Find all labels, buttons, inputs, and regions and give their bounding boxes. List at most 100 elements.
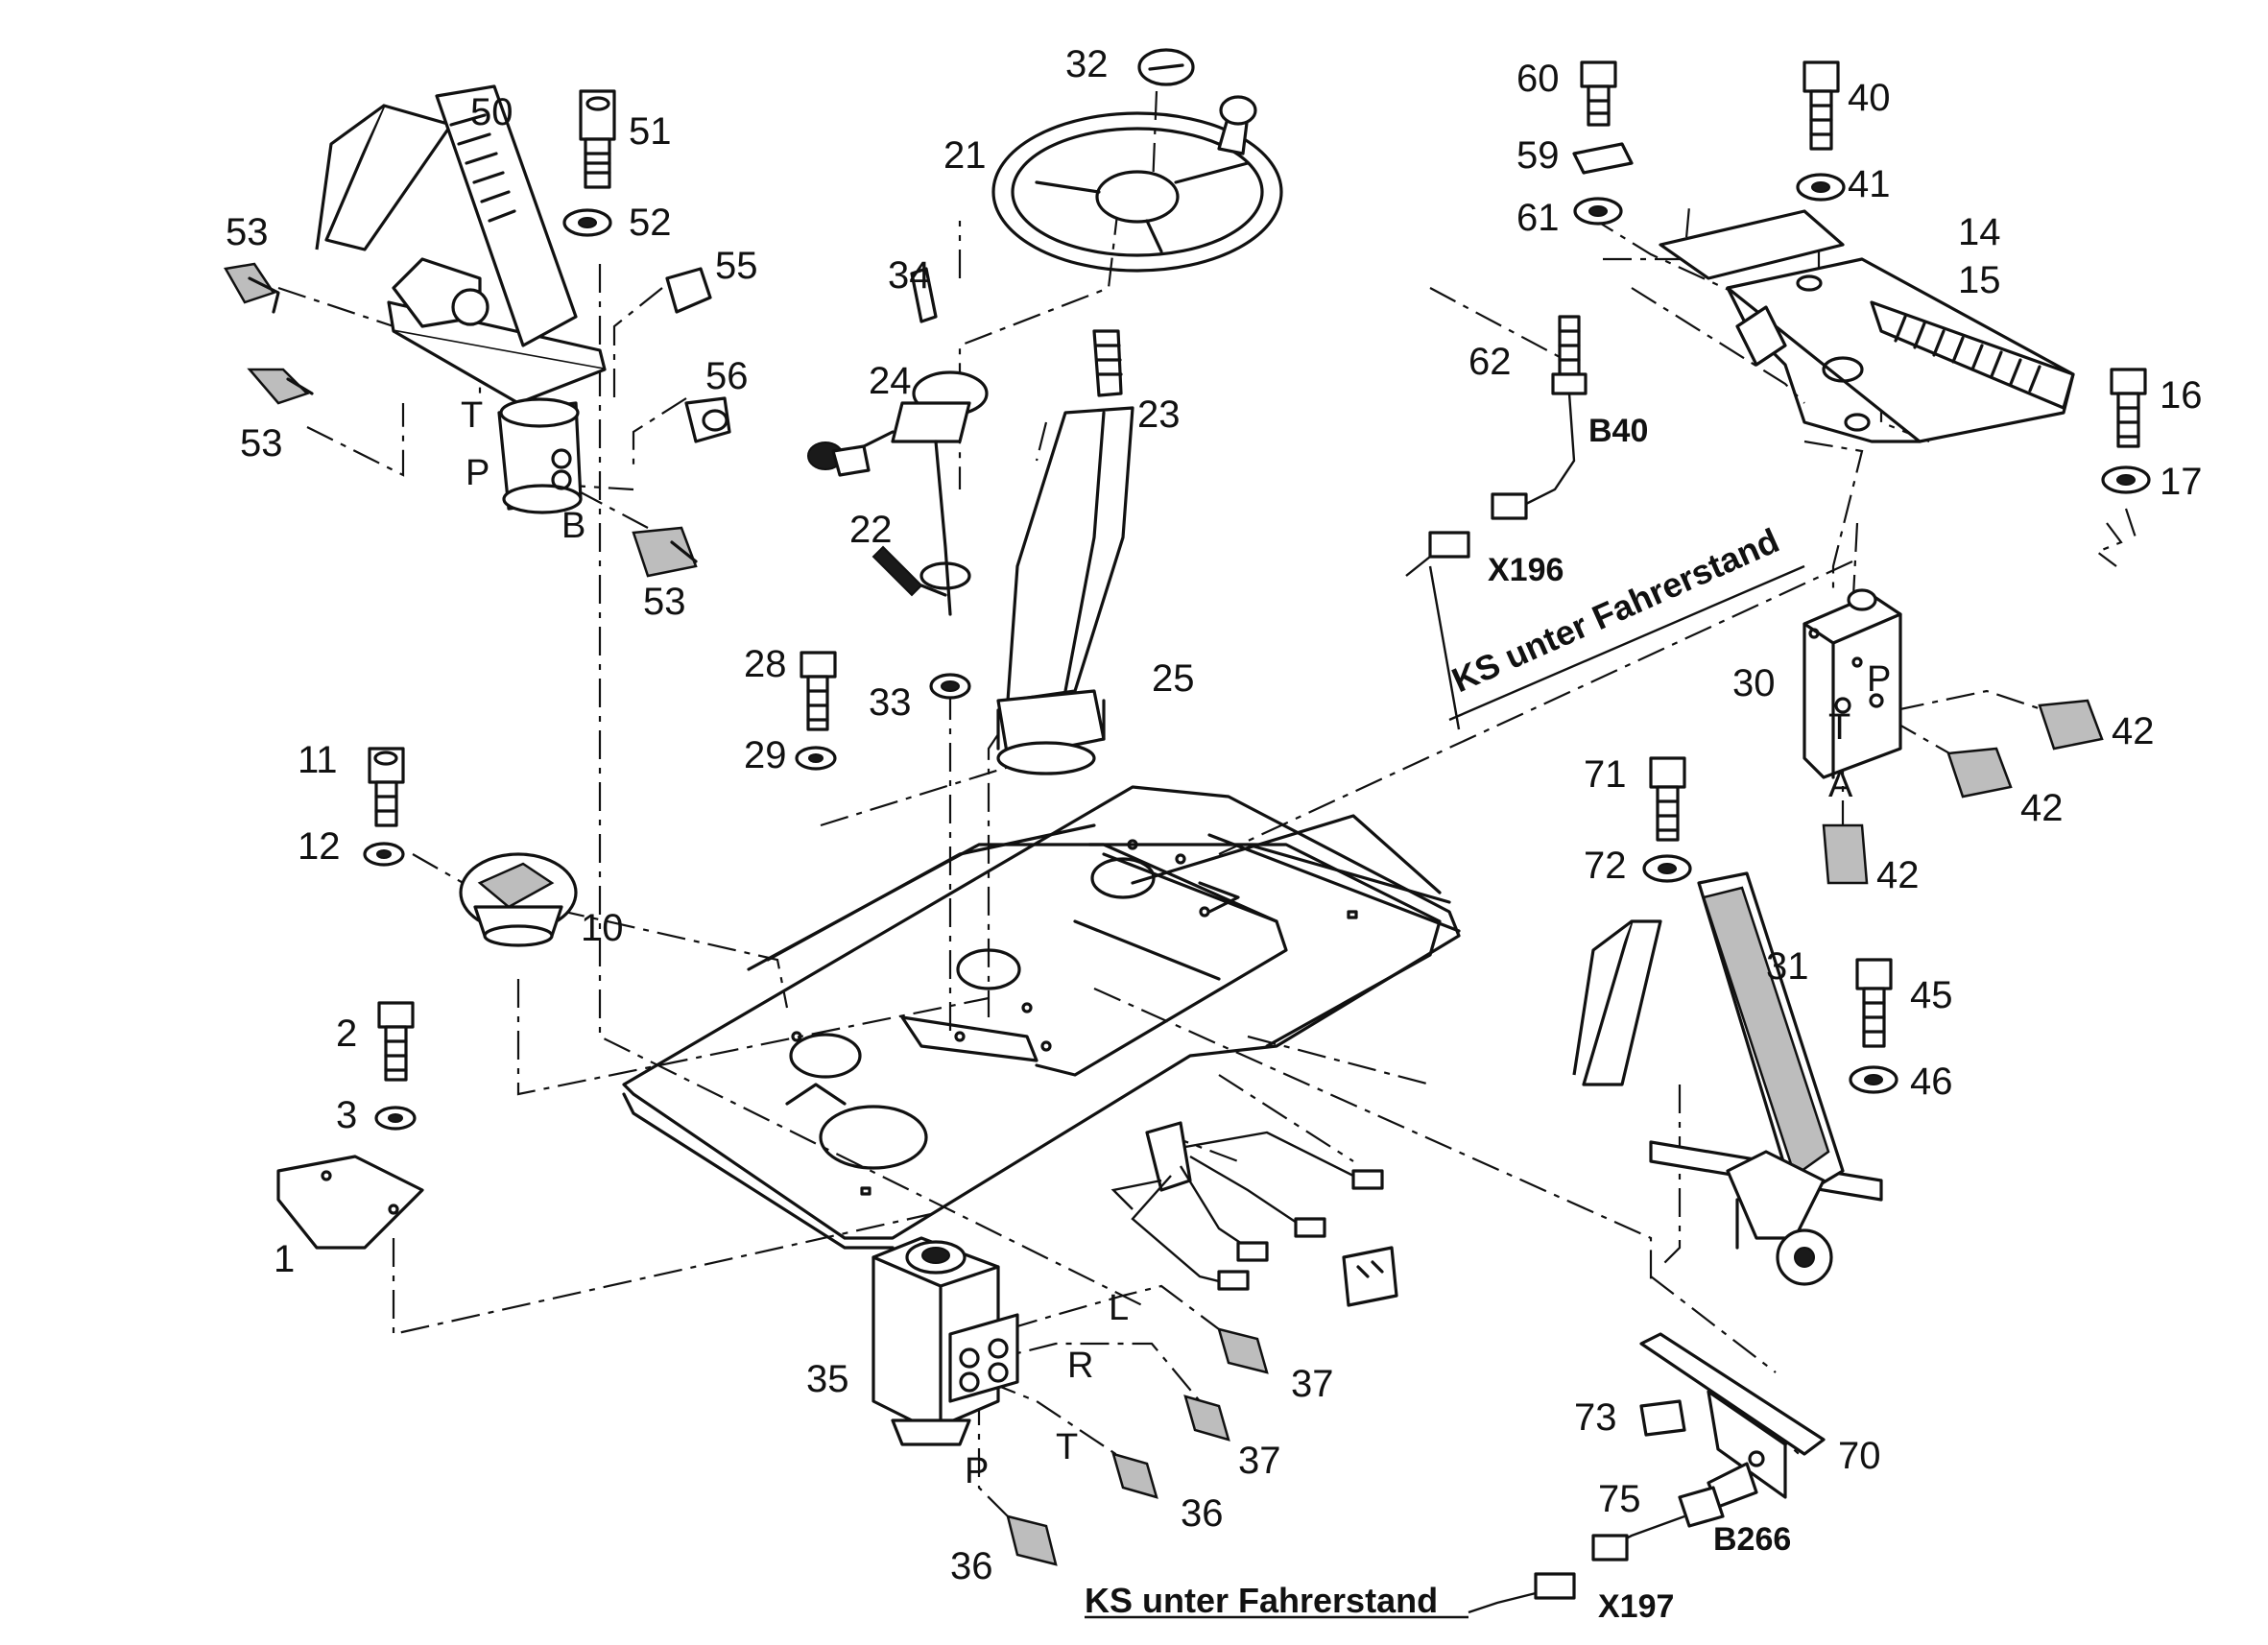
fitting-53c bbox=[632, 526, 698, 578]
bolt-45 bbox=[1855, 958, 1893, 1048]
fastener-51 bbox=[579, 89, 616, 189]
callout-46: 46 bbox=[1910, 1061, 1953, 1103]
fitting-37b bbox=[1183, 1395, 1230, 1442]
callout-45: 45 bbox=[1910, 974, 1953, 1016]
callout-28: 28 bbox=[744, 643, 787, 685]
bolt-60 bbox=[1580, 60, 1617, 127]
bracket-70 bbox=[1639, 1332, 1826, 1499]
callout-14: 14 bbox=[1958, 211, 2001, 253]
callout-10: 10 bbox=[581, 907, 624, 949]
bolt-28 bbox=[800, 651, 837, 731]
fitting-42a bbox=[2038, 699, 2104, 751]
washer-29 bbox=[795, 746, 837, 771]
callout-72: 72 bbox=[1584, 845, 1627, 887]
callout-30: 30 bbox=[1732, 662, 1776, 704]
callout-29: 29 bbox=[744, 734, 787, 776]
callout-37b: 37 bbox=[1238, 1440, 1281, 1482]
callout-3: 3 bbox=[336, 1094, 357, 1136]
callout-56: 56 bbox=[705, 355, 749, 397]
pedal-14 bbox=[1659, 209, 2075, 443]
bolt-11 bbox=[368, 747, 405, 827]
bolt-2 bbox=[377, 1001, 415, 1082]
callout-75: 75 bbox=[1598, 1478, 1641, 1520]
nut-59 bbox=[1572, 142, 1634, 175]
wire-harness bbox=[1110, 1121, 1398, 1307]
callout-32: 32 bbox=[1065, 43, 1109, 85]
pedal-31 bbox=[1572, 871, 1883, 1286]
bolt-40 bbox=[1802, 60, 1840, 151]
callout-numbers: 1 2 3 10 11 12 14 15 16 17 21 22 23 24 2… bbox=[226, 43, 2203, 1587]
callout-50: 50 bbox=[470, 91, 513, 133]
callout-15: 15 bbox=[1958, 259, 2001, 301]
valve50-port-b: B bbox=[561, 506, 585, 546]
clamp-22 bbox=[871, 545, 971, 597]
fitting-42b bbox=[1946, 747, 2013, 799]
label-x196: X196 bbox=[1488, 552, 1564, 588]
callout-41: 41 bbox=[1848, 163, 1891, 205]
callout-42a: 42 bbox=[2112, 710, 2155, 752]
callout-22: 22 bbox=[849, 509, 893, 551]
label-b266: B266 bbox=[1713, 1521, 1791, 1558]
callout-52: 52 bbox=[629, 202, 672, 244]
label-x197: X197 bbox=[1598, 1588, 1674, 1625]
washer-41 bbox=[1796, 173, 1846, 202]
steer35-port-t: T bbox=[1056, 1427, 1078, 1467]
valve30-port-t: T bbox=[1828, 707, 1850, 748]
callout-62: 62 bbox=[1468, 341, 1512, 383]
callout-12: 12 bbox=[298, 825, 341, 868]
callout-35: 35 bbox=[806, 1358, 849, 1400]
valve-30 bbox=[1802, 588, 1902, 779]
callout-24: 24 bbox=[869, 360, 912, 402]
nut-73 bbox=[1639, 1399, 1686, 1437]
fitting-53a bbox=[224, 262, 280, 314]
cover-10 bbox=[459, 852, 578, 947]
callout-59: 59 bbox=[1516, 134, 1560, 177]
callout-60: 60 bbox=[1516, 58, 1560, 100]
callout-55: 55 bbox=[715, 245, 758, 287]
steering-wheel-21 bbox=[991, 95, 1283, 273]
valve50-port-t: T bbox=[461, 395, 483, 436]
callout-42c: 42 bbox=[1876, 854, 1920, 896]
bolt-16 bbox=[2110, 368, 2147, 448]
callout-33: 33 bbox=[869, 681, 912, 724]
bolt-71 bbox=[1649, 756, 1686, 842]
callout-51: 51 bbox=[629, 110, 672, 153]
bold-labels: B40 X196 KS unter Fahrerstand B266 X197 … bbox=[1085, 413, 1791, 1625]
steering-column-23 bbox=[996, 329, 1134, 775]
washer-12 bbox=[363, 842, 405, 867]
callout-36a: 36 bbox=[1181, 1492, 1224, 1535]
callout-73: 73 bbox=[1574, 1396, 1617, 1439]
steer35-port-p: P bbox=[965, 1451, 989, 1491]
callout-53c: 53 bbox=[643, 581, 686, 623]
washer-17 bbox=[2101, 465, 2151, 494]
callout-31: 31 bbox=[1766, 945, 1809, 988]
callout-11: 11 bbox=[298, 739, 338, 781]
callout-16: 16 bbox=[2160, 374, 2203, 417]
callout-1: 1 bbox=[274, 1238, 295, 1280]
fitting-36a bbox=[1111, 1452, 1158, 1499]
ks-underline-top bbox=[1448, 564, 1805, 722]
callout-61: 61 bbox=[1516, 197, 1560, 239]
plug-55 bbox=[665, 267, 712, 314]
washer-72 bbox=[1642, 854, 1692, 883]
steering-unit-35 bbox=[871, 1236, 1019, 1446]
washer-46 bbox=[1849, 1065, 1898, 1094]
plate-1 bbox=[276, 1155, 424, 1250]
callout-42b: 42 bbox=[2020, 787, 2064, 829]
callout-53a: 53 bbox=[226, 211, 269, 253]
pin-34 bbox=[910, 267, 938, 323]
callout-70: 70 bbox=[1838, 1435, 1881, 1477]
callout-71: 71 bbox=[1584, 753, 1627, 796]
callout-23: 23 bbox=[1137, 393, 1181, 436]
valve50-port-p: P bbox=[466, 453, 489, 493]
label-ks-bottom: KS unter Fahrerstand bbox=[1085, 1581, 1438, 1620]
callout-53b: 53 bbox=[240, 422, 283, 465]
callout-25: 25 bbox=[1152, 657, 1195, 700]
callout-17: 17 bbox=[2160, 461, 2203, 503]
steer35-port-l: L bbox=[1109, 1288, 1129, 1328]
callout-37a: 37 bbox=[1291, 1363, 1334, 1405]
label-b40: B40 bbox=[1588, 413, 1648, 449]
callout-36b: 36 bbox=[950, 1545, 993, 1587]
callout-2: 2 bbox=[336, 1013, 357, 1055]
callout-40: 40 bbox=[1848, 77, 1891, 119]
